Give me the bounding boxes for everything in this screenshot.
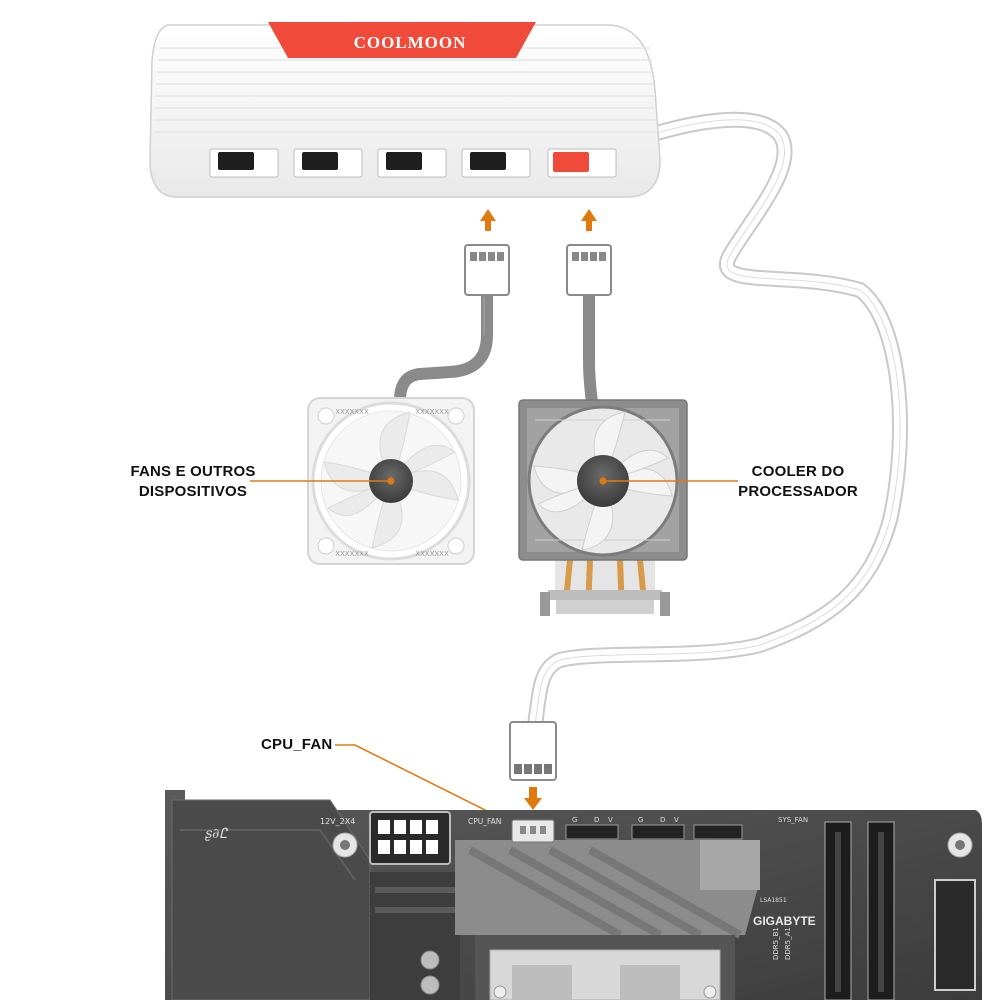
arrow-down-icon xyxy=(524,787,542,810)
hub-power-cable xyxy=(527,111,908,733)
board-ddr-b1: DDR5_B1 xyxy=(772,927,780,960)
cooler-plug xyxy=(566,244,612,296)
cooler-cable xyxy=(583,291,598,408)
fans-label-line1: FANS E OUTROS xyxy=(130,463,256,480)
fan-frame-text: XXXXXXX xyxy=(415,550,449,558)
fan-frame-text: XXXXXXX xyxy=(335,550,369,558)
cooler-label-line2: PROCESSADOR xyxy=(738,483,858,500)
case-fan: XXXXXXX XXXXXXX XXXXXXX XXXXXXX xyxy=(307,397,475,565)
arrow-up-icon xyxy=(480,209,496,231)
brand-name: COOLMOON xyxy=(354,33,467,52)
header-12v-label: 12V_2X4 xyxy=(320,817,355,826)
ram-slots xyxy=(824,821,895,1000)
rgb-header-2: G D V xyxy=(631,816,685,840)
svg-text:V: V xyxy=(674,816,679,824)
fan-plug xyxy=(464,244,510,296)
svg-text:D: D xyxy=(594,816,599,824)
fan-frame-text: XXXXXXX xyxy=(335,408,369,416)
sys-fan-header xyxy=(693,824,743,840)
cooler-label-line1: COOLER DO xyxy=(751,463,845,480)
callout-lines xyxy=(250,480,738,831)
svg-text:G: G xyxy=(572,816,577,824)
hub-ports xyxy=(209,148,617,178)
hub-port-1[interactable] xyxy=(209,148,279,178)
svg-text:D: D xyxy=(660,816,665,824)
hub-port-3[interactable] xyxy=(377,148,447,178)
svg-text:G: G xyxy=(638,816,643,824)
board-ddr-a1: DDR5_A1 xyxy=(784,927,792,960)
hub-port-4[interactable] xyxy=(461,148,531,178)
header-cpu-label: CPU_FAN xyxy=(468,817,501,826)
fan-cable xyxy=(394,291,493,406)
board-brand: GIGABYTE xyxy=(753,914,816,928)
cooler-label: COOLER DO PROCESSADOR xyxy=(728,462,868,502)
fan-hub: COOLMOON xyxy=(149,22,661,198)
cpu-fan-label: CPU_FAN xyxy=(261,736,333,753)
arrow-up-icon xyxy=(581,209,597,231)
io-shield-logo: ʂ∂Ꮭ xyxy=(205,826,228,842)
board-ls-label: LSA1851 xyxy=(760,897,787,904)
hub-port-5-cpu[interactable] xyxy=(547,148,617,178)
cpu-fan-plug xyxy=(509,721,557,781)
brand-badge xyxy=(268,22,536,58)
fan-frame-text: XXXXXXX xyxy=(415,408,449,416)
fans-label: FANS E OUTROS DISPOSITIVOS xyxy=(118,462,268,502)
rgb-header-1: G D V xyxy=(565,816,619,840)
cpu-fan-pointer-line xyxy=(335,744,526,831)
motherboard: ʂ∂Ꮭ 12V_2X4 CPU_FAN xyxy=(165,790,982,1000)
svg-text:V: V xyxy=(608,816,613,824)
header-sys-label: SYS_FAN xyxy=(778,816,808,824)
cpu-cooler xyxy=(518,399,688,616)
fans-label-line2: DISPOSITIVOS xyxy=(138,483,248,500)
hub-port-2[interactable] xyxy=(293,148,363,178)
